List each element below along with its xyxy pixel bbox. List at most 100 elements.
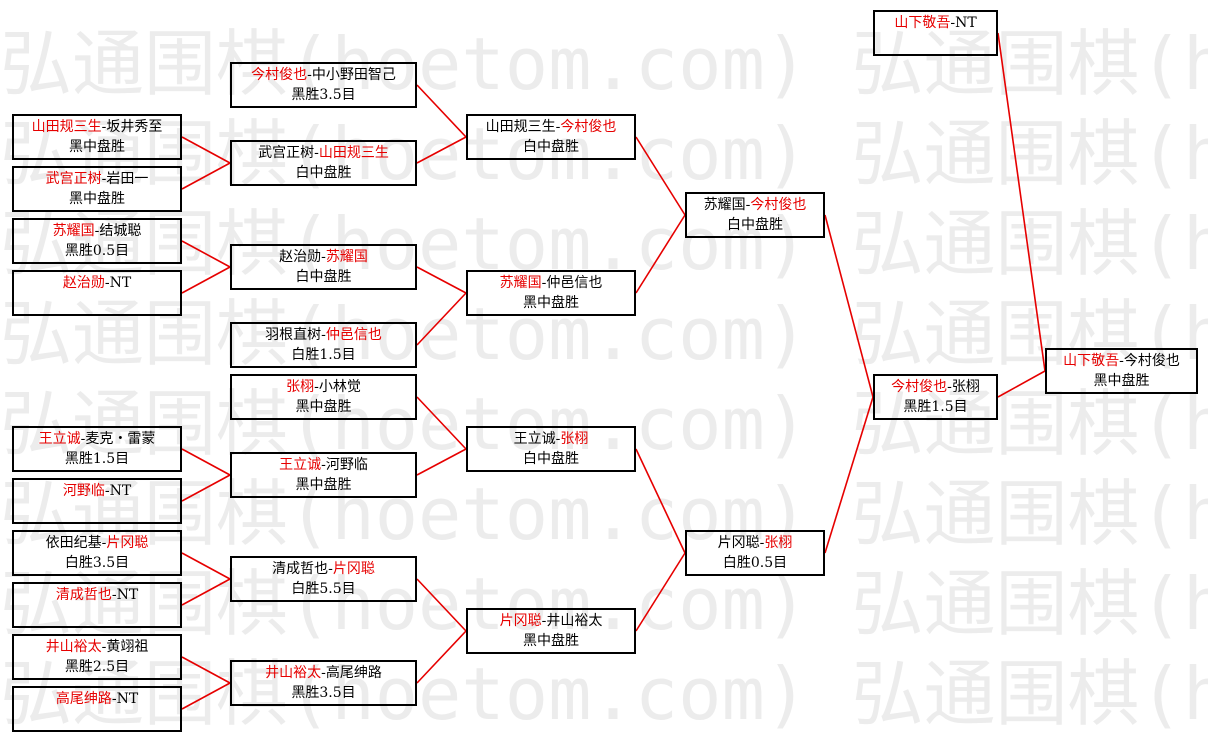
- match-box: 山田规三生-今村俊也白中盘胜: [466, 114, 636, 160]
- player-separator: -: [1119, 353, 1124, 369]
- connector-line: [997, 32, 1046, 372]
- match-box: 片冈聪-井山裕太黑中盘胜: [466, 608, 636, 654]
- connector-line: [416, 630, 467, 684]
- player-separator: -: [321, 457, 326, 473]
- white-player-name: 中小野田智己: [311, 67, 396, 83]
- connector-line: [824, 214, 874, 398]
- white-player-name: 仲邑信也: [325, 327, 382, 343]
- black-player-name: 河野临: [62, 483, 105, 499]
- connector-line: [181, 240, 231, 268]
- white-player-name: 张栩: [951, 379, 980, 395]
- match-result: 黑胜2.5目: [64, 659, 130, 675]
- connector-line: [181, 682, 231, 710]
- connector-line: [181, 578, 231, 606]
- match-players: 赵治勋-NT: [14, 273, 180, 293]
- connector-line: [181, 552, 231, 580]
- match-box: 赵治勋-NT: [12, 270, 182, 316]
- player-separator: -: [328, 561, 333, 577]
- match-result: 白中盘胜: [523, 451, 579, 467]
- white-player-name: 坂井秀至: [106, 119, 163, 135]
- match-result: 白中盘胜: [727, 217, 783, 233]
- match-result: 黑中盘胜: [295, 399, 352, 415]
- white-player-name: 今村俊也: [750, 197, 807, 213]
- black-player-name: 片冈聪: [717, 535, 760, 551]
- connector-line: [181, 656, 231, 684]
- white-player-name: 麦克・雷蒙: [85, 431, 156, 447]
- white-player-name: 片冈聪: [106, 535, 149, 551]
- white-player-name: NT: [109, 483, 132, 499]
- white-player-name: NT: [116, 691, 139, 707]
- black-player-name: 山下敬吾: [894, 15, 951, 31]
- match-result: 黑胜1.5目: [64, 451, 130, 467]
- match-box: 王立诚-张栩白中盘胜: [466, 426, 636, 472]
- match-players: 武宫正树-山田规三生: [232, 143, 415, 163]
- player-separator: -: [947, 379, 952, 395]
- connector-line: [416, 136, 467, 164]
- player-separator: -: [541, 613, 547, 629]
- player-separator: -: [104, 275, 110, 291]
- white-player-name: 山田规三生: [318, 145, 389, 161]
- player-separator: -: [111, 691, 117, 707]
- black-player-name: 羽根直树: [265, 327, 322, 343]
- match-players: 王立诚-张栩: [468, 429, 634, 449]
- connector-line: [181, 162, 231, 190]
- player-separator: -: [314, 379, 319, 395]
- match-box: 今村俊也-中小野田智己黑胜3.5目: [230, 62, 417, 108]
- black-player-name: 赵治勋: [279, 249, 322, 265]
- match-players: 羽根直树-仲邑信也: [232, 325, 415, 345]
- black-player-name: 片冈聪: [499, 613, 542, 629]
- connector-line: [635, 136, 686, 216]
- match-box: 清成哲也-NT: [12, 582, 182, 628]
- black-player-name: 山田规三生: [31, 119, 102, 135]
- player-separator: -: [80, 431, 86, 447]
- player-separator: -: [111, 587, 117, 603]
- match-players: 苏耀国-结城聪: [14, 221, 180, 241]
- white-player-name: 张栩: [764, 535, 793, 551]
- connector-line: [824, 396, 874, 554]
- white-player-name: 高尾绅路: [325, 665, 382, 681]
- black-player-name: 今村俊也: [251, 67, 308, 83]
- match-box: 张栩-小林觉黑中盘胜: [230, 374, 417, 420]
- white-player-name: NT: [109, 275, 132, 291]
- player-separator: -: [555, 431, 561, 447]
- match-players: 井山裕太-黄翊祖: [14, 637, 180, 657]
- match-box: 井山裕太-黄翊祖黑胜2.5目: [12, 634, 182, 680]
- white-player-name: 仲邑信也: [546, 275, 603, 291]
- player-separator: -: [101, 535, 107, 551]
- connector-line: [416, 578, 467, 632]
- match-players: 山田规三生-今村俊也: [468, 117, 634, 137]
- match-result: 黑胜1.5目: [903, 399, 968, 415]
- black-player-name: 苏耀国: [703, 197, 746, 213]
- match-result: 白中盘胜: [295, 165, 352, 181]
- match-players: 高尾绅路-NT: [14, 689, 180, 709]
- black-player-name: 清成哲也: [272, 561, 329, 577]
- match-box: 高尾绅路-NT: [12, 686, 182, 732]
- match-result: 白胜3.5目: [64, 555, 130, 571]
- black-player-name: 武宫正树: [258, 145, 315, 161]
- white-player-name: 今村俊也: [560, 119, 617, 135]
- player-separator: -: [321, 249, 326, 265]
- connector-line: [416, 448, 467, 476]
- connector-line: [416, 292, 467, 346]
- black-player-name: 山田规三生: [485, 119, 556, 135]
- match-box: 王立诚-麦克・雷蒙黑胜1.5目: [12, 426, 182, 472]
- connector-line: [997, 370, 1046, 398]
- player-separator: -: [321, 327, 326, 343]
- match-result: 白胜0.5目: [722, 555, 788, 571]
- black-player-name: 井山裕太: [45, 639, 102, 655]
- connector-line: [181, 136, 231, 164]
- match-players: 片冈聪-井山裕太: [468, 611, 634, 631]
- match-result: 黑中盘胜: [69, 139, 125, 155]
- match-box: 武宫正树-山田规三生白中盘胜: [230, 140, 417, 186]
- connector-line: [181, 266, 231, 294]
- black-player-name: 井山裕太: [265, 665, 322, 681]
- match-result: 白胜1.5目: [291, 347, 356, 363]
- match-players: 王立诚-河野临: [232, 455, 415, 475]
- white-player-name: 结城聪: [99, 223, 142, 239]
- white-player-name: 井山裕太: [546, 613, 603, 629]
- match-box: 河野临-NT: [12, 478, 182, 524]
- player-separator: -: [321, 665, 326, 681]
- match-players: 河野临-NT: [14, 481, 180, 501]
- connector-line: [181, 474, 231, 502]
